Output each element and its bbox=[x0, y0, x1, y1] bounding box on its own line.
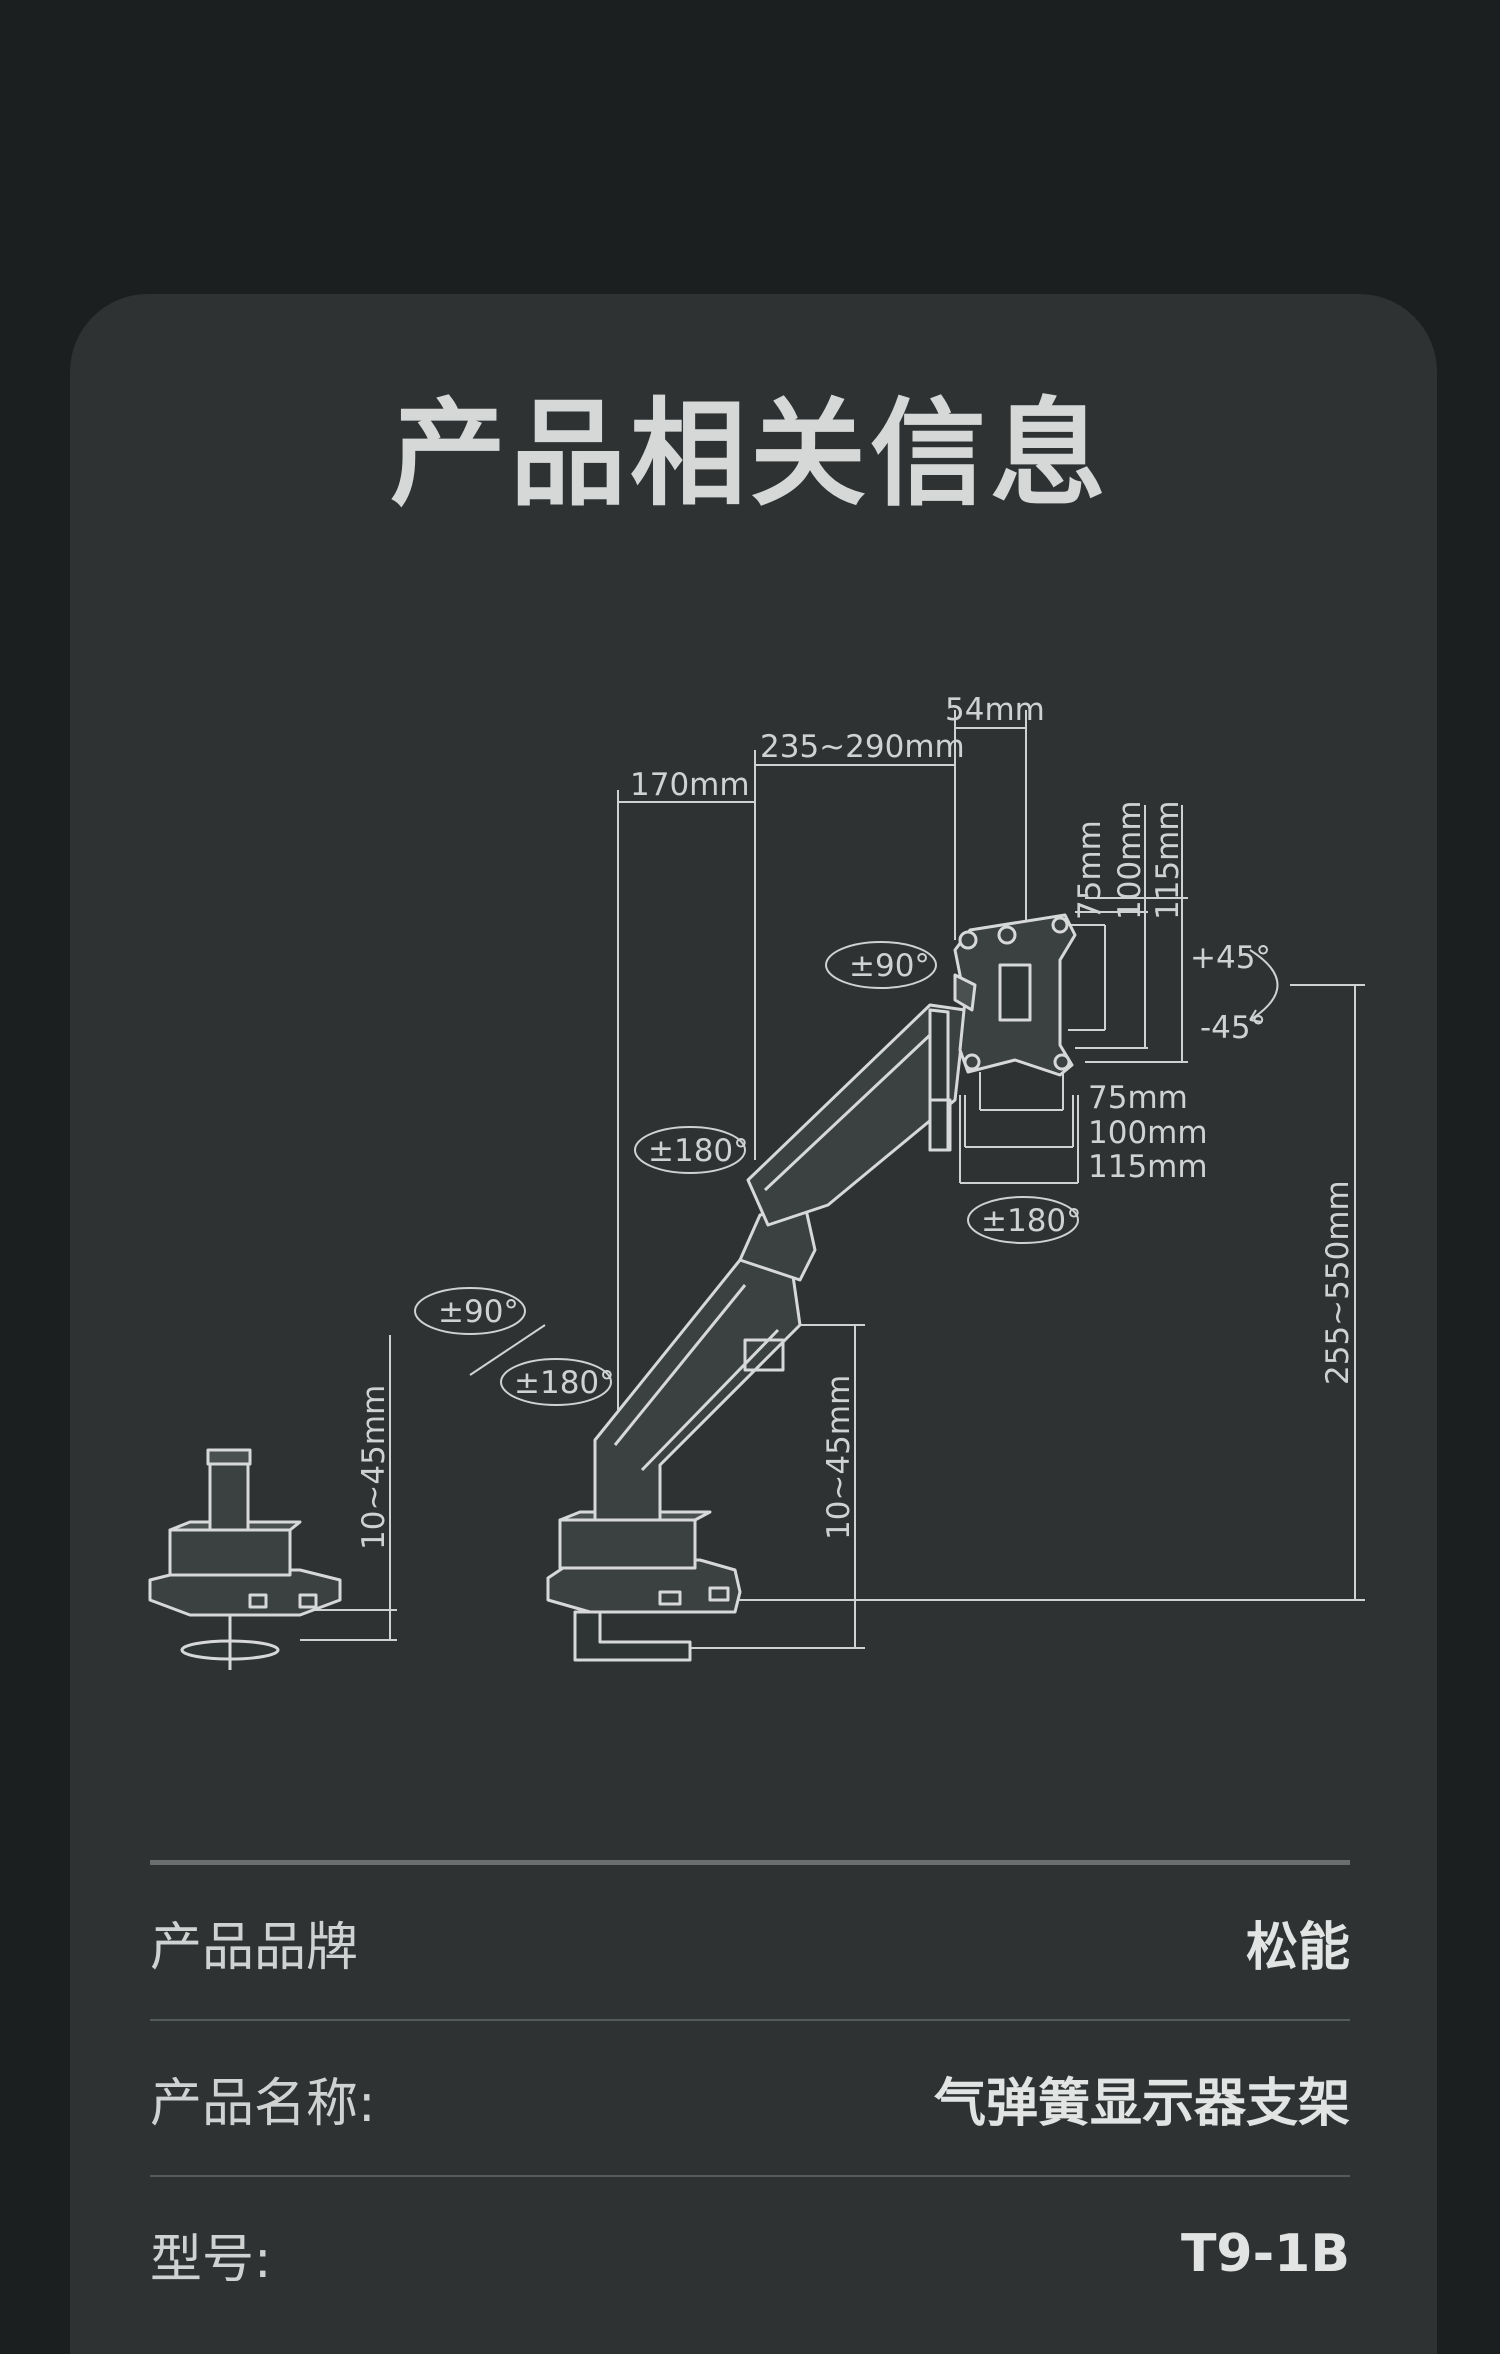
model-label: 型号: bbox=[150, 2229, 272, 2290]
model-value: T9-1B bbox=[1180, 2224, 1350, 2284]
dim-54mm: 54mm bbox=[945, 692, 1045, 728]
dim-height-255-550mm: 255~550mm bbox=[1320, 1180, 1356, 1385]
rotation-base: ±180° bbox=[514, 1365, 615, 1401]
dim-170mm: 170mm bbox=[630, 767, 750, 803]
dim-horizontal-115mm: 115mm bbox=[1088, 1149, 1208, 1185]
product-info-table: 产品品牌 松能 产品名称: 气弹簧显示器支架 型号: T9-1B bbox=[150, 1860, 1350, 2331]
dim-235-290mm: 235~290mm bbox=[760, 729, 965, 765]
product-name-label: 产品名称: bbox=[150, 2073, 376, 2134]
rotation-arm: ±180° bbox=[648, 1133, 749, 1169]
dim-horizontal-75mm: 75mm bbox=[1088, 1080, 1188, 1116]
tilt-up: +45° bbox=[1190, 940, 1271, 976]
rotation-bottom: ±180° bbox=[981, 1203, 1082, 1239]
brand-label: 产品品牌 bbox=[150, 1917, 359, 1978]
info-row-name: 产品名称: 气弹簧显示器支架 bbox=[150, 2021, 1350, 2177]
dim-vertical-75mm: 75mm bbox=[1072, 820, 1108, 920]
info-row-brand: 产品品牌 松能 bbox=[150, 1865, 1350, 2021]
brand-value: 松能 bbox=[1245, 1917, 1350, 1978]
rotation-base-swivel: ±90° bbox=[438, 1294, 519, 1330]
dim-clamp-left-10-45mm: 10~45mm bbox=[356, 1385, 392, 1550]
dim-clamp-mid-10-45mm: 10~45mm bbox=[821, 1375, 857, 1540]
arm-illustration bbox=[546, 913, 1077, 1662]
page-title: 产品相关信息 bbox=[390, 387, 1110, 522]
dimension-lines bbox=[300, 710, 1365, 1649]
grommet-base-illustration bbox=[148, 1448, 342, 1670]
dim-vertical-100mm: 100mm bbox=[1112, 800, 1148, 920]
tilt-down: -45° bbox=[1200, 1010, 1266, 1046]
dim-vertical-115mm: 115mm bbox=[1150, 800, 1186, 920]
rotation-indicators bbox=[414, 941, 1279, 1406]
rotation-head-swivel: ±90° bbox=[849, 948, 930, 984]
info-row-model: 型号: T9-1B bbox=[150, 2177, 1350, 2331]
product-name-value: 气弹簧显示器支架 bbox=[933, 2073, 1350, 2134]
dim-horizontal-100mm: 100mm bbox=[1088, 1115, 1208, 1151]
